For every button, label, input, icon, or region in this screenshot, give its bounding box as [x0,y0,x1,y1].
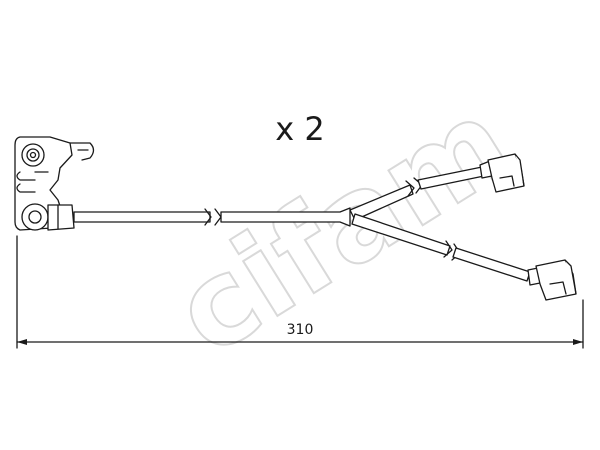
watermark-text: cifam [151,72,533,382]
watermark-logo: cifam [150,71,534,383]
mounting-bracket [14,136,95,231]
dimension-line [16,235,584,349]
lower-connector [527,259,577,301]
length-label: 310 [287,322,314,338]
quantity-label: x 2 [275,110,324,148]
upper-connector [479,153,525,193]
main-cable [73,207,351,227]
lower-branch-cable [351,213,531,282]
upper-branch-cable [349,166,485,221]
